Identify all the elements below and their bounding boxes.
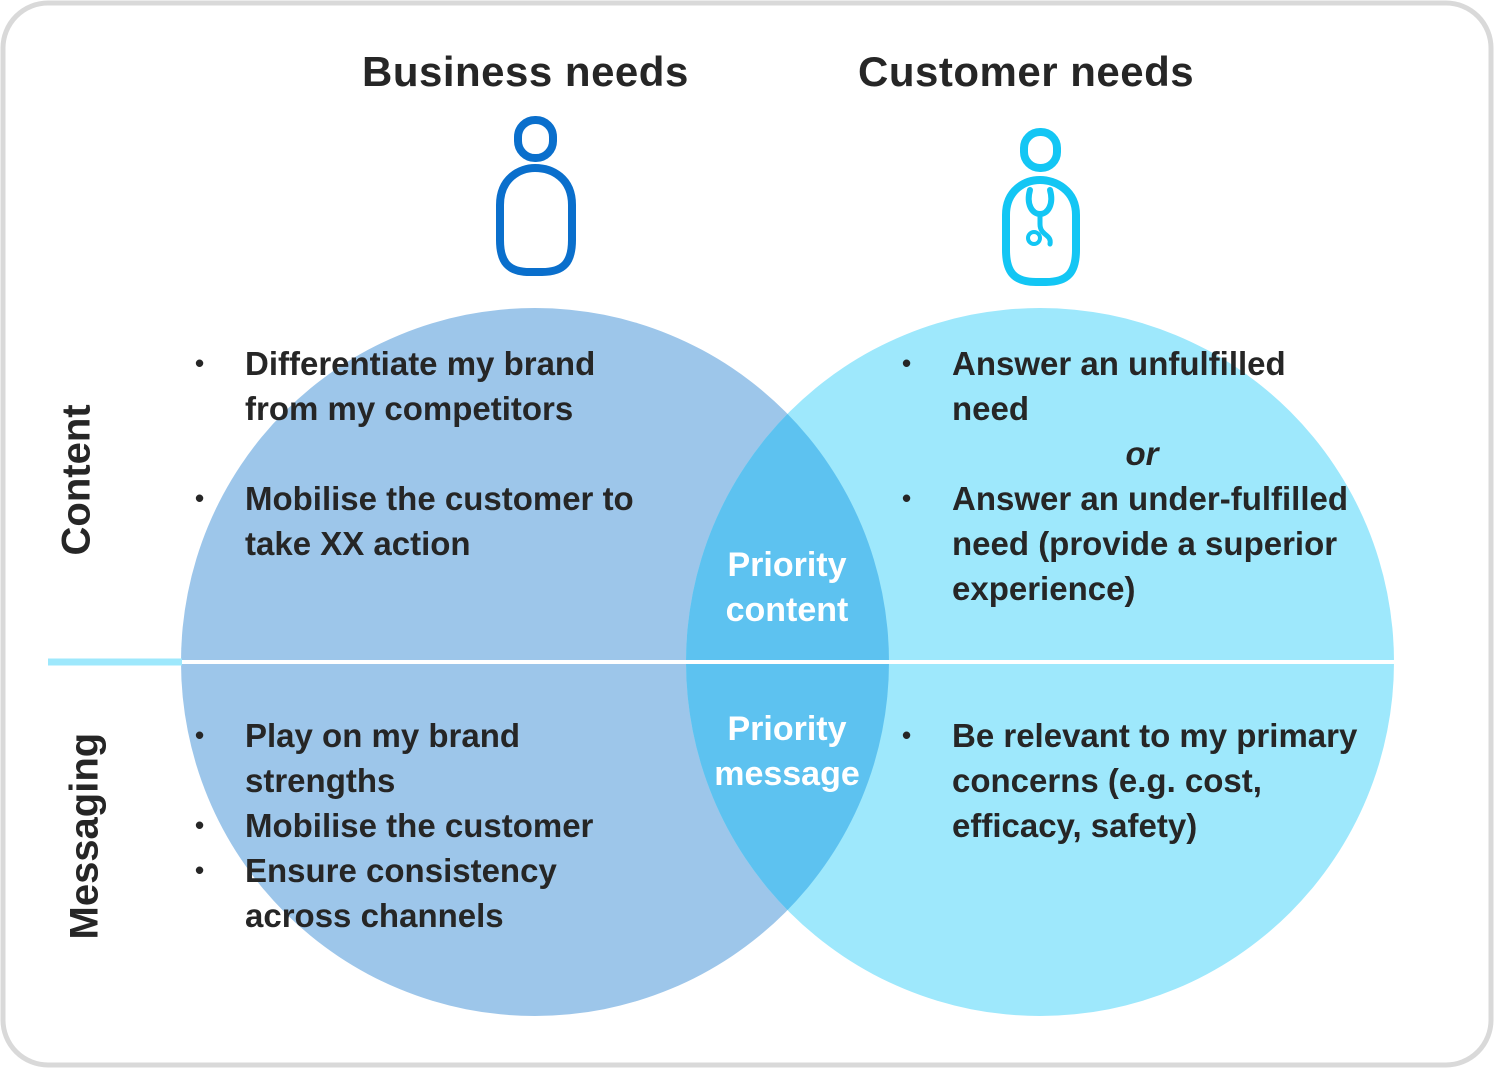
- list-item: Differentiate my brand from my competito…: [195, 341, 675, 431]
- list-item: Play on my brand strengths: [195, 713, 585, 803]
- content-side-label: Content: [54, 404, 99, 556]
- customer-needs-heading: Customer needs: [858, 48, 1195, 95]
- priority-content-label: Priority content: [725, 546, 849, 629]
- business-messaging-list: Play on my brand strengths Mobilise the …: [195, 713, 665, 938]
- list-item: Be relevant to my primary concerns (e.g.…: [902, 713, 1372, 848]
- list-item: Answer an unfulfilled need: [902, 341, 1352, 431]
- list-item: Mobilise the customer to take XX action: [195, 476, 675, 566]
- or-connector: or: [1125, 435, 1159, 472]
- list-item: Mobilise the customer: [195, 803, 665, 848]
- list-item: Ensure consistency across channels: [195, 848, 635, 938]
- business-content-list: Differentiate my brand from my competito…: [195, 341, 675, 566]
- messaging-side-label: Messaging: [62, 732, 107, 940]
- customer-content-list: Answer an unfulfilled need or Answer an …: [902, 341, 1382, 611]
- business-needs-heading: Business needs: [362, 48, 689, 95]
- doctor-icon: [1002, 128, 1080, 286]
- priority-message-label: Priority message: [714, 710, 860, 793]
- list-item: Answer an under-fulfilled need (provide …: [902, 476, 1382, 611]
- person-icon: [496, 116, 576, 276]
- customer-messaging-list: Be relevant to my primary concerns (e.g.…: [902, 713, 1372, 848]
